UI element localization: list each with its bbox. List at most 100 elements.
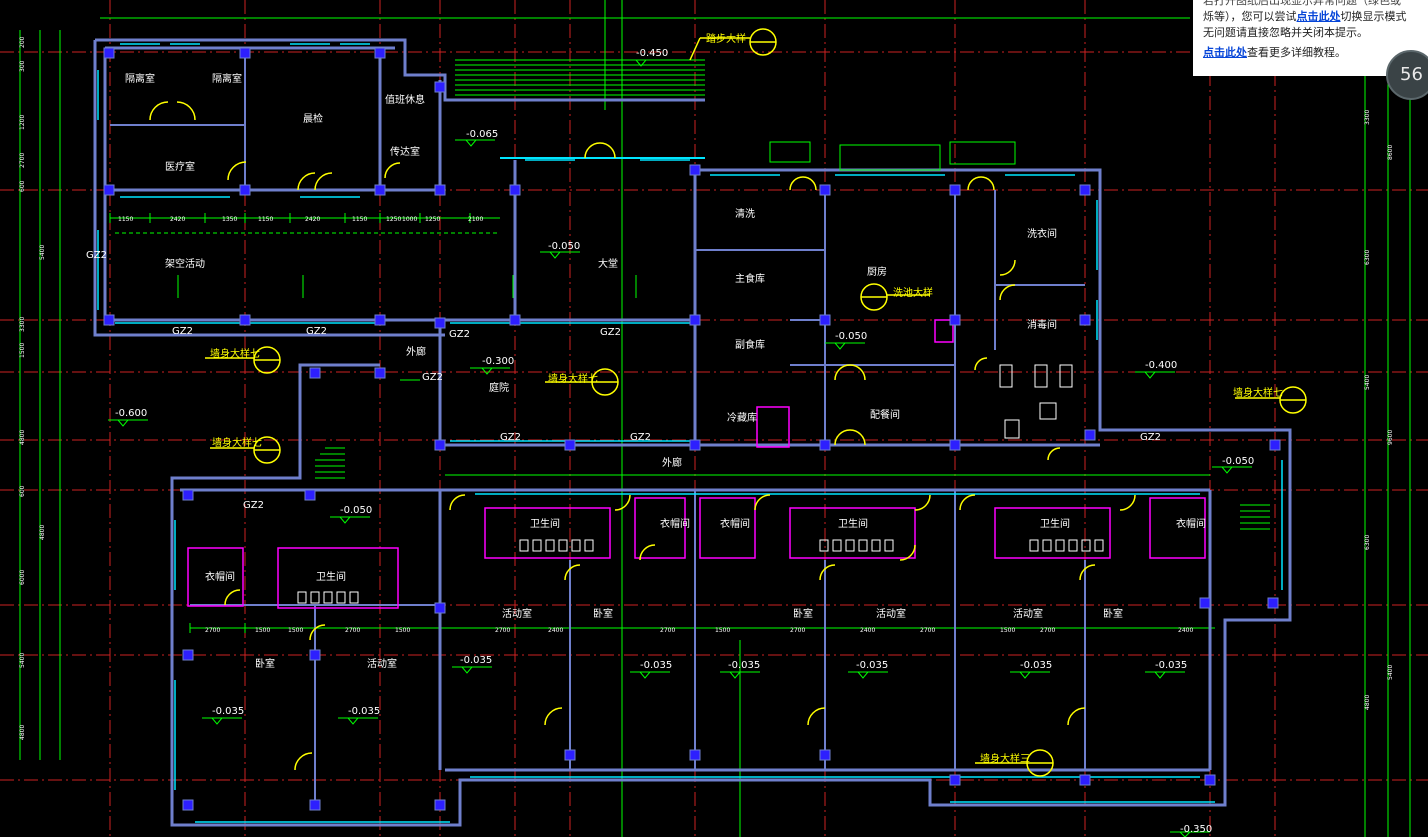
dim-left-3: 1200 <box>19 115 26 130</box>
detail-wall-d: 墙身大样七 <box>1233 386 1283 399</box>
dim-top-5: 2420 <box>305 216 320 223</box>
room-non-staple-store: 副食库 <box>735 338 765 351</box>
notice-line-4: 点击此处查看更多详细教程。 <box>1203 45 1422 61</box>
dim-top-9: 1250 <box>425 216 440 223</box>
elevation-markers <box>108 59 1252 837</box>
elev-8: -0.400 <box>1145 360 1177 371</box>
room-toilet-2: 卫生间 <box>530 517 560 530</box>
toilet-fixtures <box>297 364 1104 604</box>
room-cold-store: 冷藏库 <box>727 411 757 424</box>
elev-17: -0.035 <box>348 706 380 717</box>
dim-right-8: 5400 <box>1387 665 1394 680</box>
dim-mid-1: 2700 <box>205 627 220 634</box>
notice-line-2-post: 切换显示模式 <box>1340 10 1407 23</box>
dim-right-6: 9600 <box>1387 430 1394 445</box>
room-cloak-1: 衣帽间 <box>205 570 235 583</box>
display-notice-panel: 若打开图纸后出现显示异常问题（绿色或 烁等），您可以尝试点击此处切换显示模式 无… <box>1193 0 1428 76</box>
stairs <box>315 59 1270 530</box>
dim-left-14: 4800 <box>39 525 46 540</box>
dim-left-11: 5400 <box>19 653 26 668</box>
room-cloak-3: 衣帽间 <box>720 517 750 530</box>
windows <box>97 43 1283 823</box>
room-cloak-4: 衣帽间 <box>1176 517 1206 530</box>
gz-tag-6: GZ2 <box>422 372 443 383</box>
room-washing: 清洗 <box>735 207 755 220</box>
dim-top-8: 1000 <box>402 216 417 223</box>
elev-13: -0.035 <box>856 660 888 671</box>
dim-left-13: 5400 <box>39 245 46 260</box>
dim-mid-7: 2400 <box>548 627 563 634</box>
dim-mid-4: 2700 <box>345 627 360 634</box>
dim-left-9: 600 <box>19 485 26 497</box>
room-outer-corridor-2: 外廊 <box>662 456 682 469</box>
dim-mid-11: 2400 <box>860 627 875 634</box>
notice-line-2: 烁等），您可以尝试点击此处切换显示模式 <box>1203 9 1422 25</box>
room-hall: 大堂 <box>598 257 618 270</box>
dim-mid-6: 2700 <box>495 627 510 634</box>
tutorial-link[interactable]: 点击此处 <box>1203 46 1247 59</box>
dimension-lines <box>19 0 1411 837</box>
notice-line-4-post: 查看更多详细教程。 <box>1247 46 1346 59</box>
dim-top-7: 1250 <box>386 216 401 223</box>
room-duty: 值班休息 <box>385 93 425 106</box>
room-bedroom-3: 卧室 <box>793 607 813 620</box>
room-laundry: 洗衣间 <box>1027 227 1057 240</box>
doors <box>149 101 1136 771</box>
dim-right-4: 6300 <box>1364 535 1371 550</box>
dim-mid-13: 1500 <box>1000 627 1015 634</box>
dim-mid-10: 2700 <box>790 627 805 634</box>
elev-4: -0.050 <box>835 331 867 342</box>
dim-mid-14: 2700 <box>1040 627 1055 634</box>
elev-3: -0.050 <box>548 241 580 252</box>
dim-left-5: 600 <box>19 180 26 192</box>
room-activity-1: 活动室 <box>367 657 397 670</box>
dim-right-5: 4800 <box>1364 695 1371 710</box>
notice-line-2-pre: 烁等），您可以尝试 <box>1203 10 1297 23</box>
elev-9: -0.050 <box>1222 456 1254 467</box>
room-morning-check: 晨检 <box>303 112 323 125</box>
elev-14: -0.035 <box>1020 660 1052 671</box>
room-staple-store: 主食库 <box>735 272 765 285</box>
elevation-labels: -0.450 -0.065 -0.050 -0.050 -0.300 -0.60… <box>115 48 1254 835</box>
room-toilet-1: 卫生间 <box>316 570 346 583</box>
room-bedroom-4: 卧室 <box>1103 607 1123 620</box>
room-serving: 配餐间 <box>870 408 900 421</box>
gz-tag-1: GZ2 <box>86 250 107 261</box>
dim-left-6: 3300 <box>19 317 26 332</box>
dim-top-6: 1150 <box>352 216 367 223</box>
detail-labels: 踏步大样 墙身大样七 墙身大样七 墙身大样七 墙身大样七 墙身大样三 洗池大样 <box>210 32 1283 765</box>
gz-tag-8: GZ2 <box>630 432 651 443</box>
dim-mid-9: 1500 <box>715 627 730 634</box>
elev-18: -0.350 <box>1180 824 1212 835</box>
room-bedroom-2: 卧室 <box>593 607 613 620</box>
dim-right-3: 5400 <box>1364 375 1371 390</box>
elev-12: -0.035 <box>728 660 760 671</box>
elev-10: -0.035 <box>460 655 492 666</box>
room-courtyard: 庭院 <box>489 381 509 394</box>
room-activity-2: 活动室 <box>502 607 532 620</box>
dim-mid-5: 1500 <box>395 627 410 634</box>
switch-display-link[interactable]: 点击此处 <box>1296 10 1341 23</box>
room-clinic: 医疗室 <box>165 160 195 173</box>
room-activity-4: 活动室 <box>1013 607 1043 620</box>
room-activity-3: 活动室 <box>876 607 906 620</box>
columns <box>103 47 1281 811</box>
elev-2: -0.065 <box>466 129 498 140</box>
dim-left-12: 4800 <box>19 725 26 740</box>
room-kitchen: 厨房 <box>867 265 887 278</box>
dim-left-4: 2700 <box>19 153 26 168</box>
room-toilet-3: 卫生间 <box>838 517 868 530</box>
slope-arrows <box>177 275 637 381</box>
elev-16: -0.035 <box>212 706 244 717</box>
zoom-badge[interactable]: 56 <box>1386 50 1428 100</box>
dim-mid-3: 1500 <box>288 627 303 634</box>
room-reception: 传达室 <box>390 145 420 158</box>
gz-tag-2: GZ2 <box>172 326 193 337</box>
dim-right-7: 8600 <box>1387 145 1394 160</box>
dim-mid-2: 1500 <box>255 627 270 634</box>
walls <box>93 38 1292 827</box>
gz-tag-3: GZ2 <box>306 326 327 337</box>
room-outdoor-activity: 架空活动 <box>165 257 205 270</box>
